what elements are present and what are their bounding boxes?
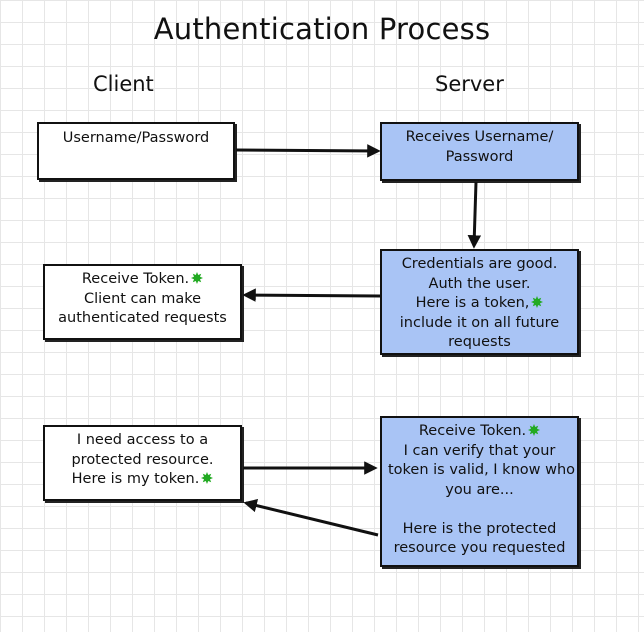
box-text-line: Here is the protected (402, 520, 557, 537)
arrow-token-to-client (242, 288, 381, 302)
server-receive-box: Receives Username/ Password (380, 122, 579, 181)
arrow-credentials-to-server (235, 144, 381, 158)
box-text: Here is a token, (415, 295, 530, 311)
box-text-line-with-token: Receive Token. (388, 422, 571, 442)
box-text: Receive Token. (81, 271, 190, 287)
box-text: Receive Token. (418, 423, 527, 439)
token-badge-icon (191, 272, 204, 284)
box-text-line-with-token: Here is a token, (388, 294, 571, 314)
token-badge-icon (528, 424, 541, 436)
box-text-line: requests (448, 334, 511, 350)
box-text-line-with-token: Here is my token. (51, 470, 234, 490)
box-text-line: I need access to a (76, 432, 209, 448)
client-request-resource-box: I need access to a protected resource. H… (43, 425, 242, 501)
client-receive-token-box: Receive Token. Client can make authentic… (43, 264, 242, 340)
box-text-line-with-token: Receive Token. (51, 270, 234, 290)
box-text-line: I can verify that your (403, 442, 556, 459)
client-column-label: Client (93, 72, 154, 96)
box-text-line: protected resource. (71, 451, 214, 468)
diagram-title: Authentication Process (153, 12, 491, 46)
box-text-line: Client can make (83, 290, 202, 307)
server-column-label: Server (435, 72, 504, 96)
arrow-server-to-validate (467, 181, 482, 249)
box-text-line: token is valid, I know who (388, 462, 576, 478)
box-text-line: Username/Password (62, 130, 210, 146)
token-badge-icon (531, 296, 544, 308)
server-validate-box: Credentials are good. Auth the user. Her… (380, 249, 579, 355)
box-text-line: Credentials are good. (401, 256, 558, 272)
box-text-line: authenticated requests (58, 310, 227, 326)
client-credentials-box: Username/Password (37, 122, 235, 180)
box-text-line: Receives Username/ (405, 129, 554, 145)
box-text-line: include it on all future (399, 314, 560, 331)
box-text-line: you are... (445, 481, 514, 498)
box-text-line: Password (445, 148, 514, 165)
box-text-line: resource you requested (393, 540, 566, 556)
arrow-resource-to-client (243, 498, 379, 537)
token-badge-icon (201, 472, 214, 484)
box-text-line: Auth the user. (428, 275, 531, 292)
box-text: Here is my token. (71, 471, 200, 487)
server-verify-token-box: Receive Token. I can verify that your to… (380, 416, 579, 567)
